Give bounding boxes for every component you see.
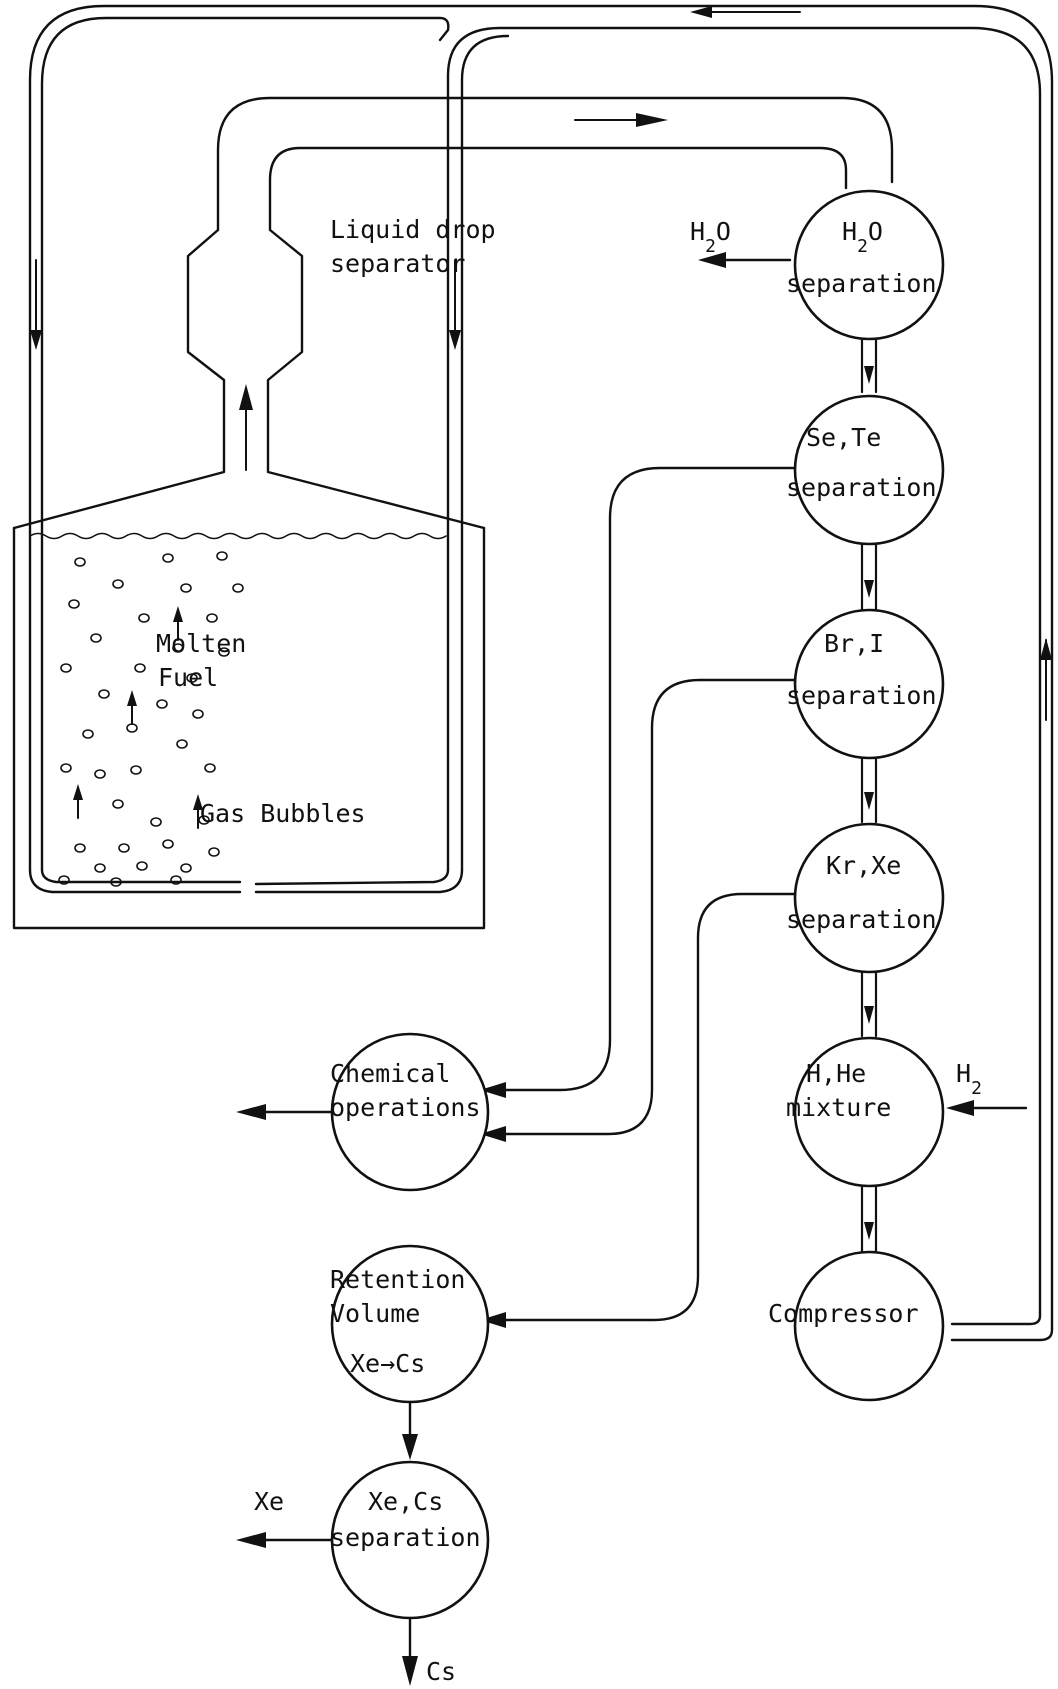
hood-flow-arrows [239, 113, 668, 471]
branch-lines [498, 466, 797, 1322]
h2o-out-arrowhead [698, 252, 726, 268]
chemical-node-label-2: operations [330, 1093, 481, 1122]
molten-label-1: Molten [156, 629, 246, 658]
hhe-node-label-2: mixture [786, 1093, 891, 1122]
hhe-node-label-1: H,He [806, 1059, 866, 1088]
branch-arrowheads [480, 1082, 506, 1328]
bri-node-label-2: separation [786, 681, 937, 710]
h2o-node-label-2: separation [786, 269, 937, 298]
h2o-out-label: H2O [690, 217, 731, 257]
bubble-rise-arrows [73, 606, 203, 829]
gas-bubbles-label: Gas Bubbles [200, 799, 366, 828]
compressor-node [793, 1250, 945, 1402]
krxe-node-label-1: Kr,Xe [826, 851, 901, 880]
krxe-node-label-2: separation [786, 905, 937, 934]
sete-node-label-2: separation [786, 473, 937, 502]
bri-node-label-1: Br,I [824, 629, 884, 658]
retention-node-label-2: Volume [330, 1299, 420, 1328]
fuel-tank [12, 96, 894, 930]
sete-separation-node [793, 394, 945, 546]
h2-in-arrowhead [946, 1100, 974, 1116]
retention-node-label-1: Retention [330, 1265, 465, 1294]
recirculation-loop [28, 4, 1054, 1342]
chemical-out-arrowhead [236, 1104, 266, 1120]
xecs-node-label-1: Xe,Cs [368, 1487, 443, 1516]
compressor-node-label: Compressor [768, 1299, 919, 1328]
h2-in-label: H2 [956, 1059, 982, 1099]
liquid-drop-label-1: Liquid drop [330, 215, 496, 244]
retention-node-label-3: Xe→Cs [350, 1349, 425, 1378]
process-connector-arrows [864, 366, 874, 1240]
hhe-mixture-node [793, 1036, 945, 1188]
xe-out-label: Xe [254, 1487, 284, 1516]
retention-to-xecs-arrowhead [402, 1434, 418, 1460]
liquid-drop-label-2: separator [330, 249, 465, 278]
bri-separation-node [793, 608, 945, 760]
krxe-separation-node [793, 822, 945, 974]
sete-node-label-1: Se,Te [806, 423, 881, 452]
cs-out-arrowhead [402, 1656, 418, 1686]
process-connectors [860, 336, 878, 1254]
cs-out-label: Cs [426, 1657, 456, 1686]
xecs-node-label-2: separation [330, 1523, 481, 1552]
h2o-node-label-1: H2O [842, 217, 883, 257]
xe-out-arrowhead [236, 1532, 266, 1548]
chemical-node-label-1: Chemical [330, 1059, 450, 1088]
molten-label-2: Fuel [158, 663, 218, 692]
h2o-separation-node [793, 189, 945, 341]
loop-flow-arrows [30, 6, 1052, 721]
gas-bubbles [58, 551, 244, 887]
